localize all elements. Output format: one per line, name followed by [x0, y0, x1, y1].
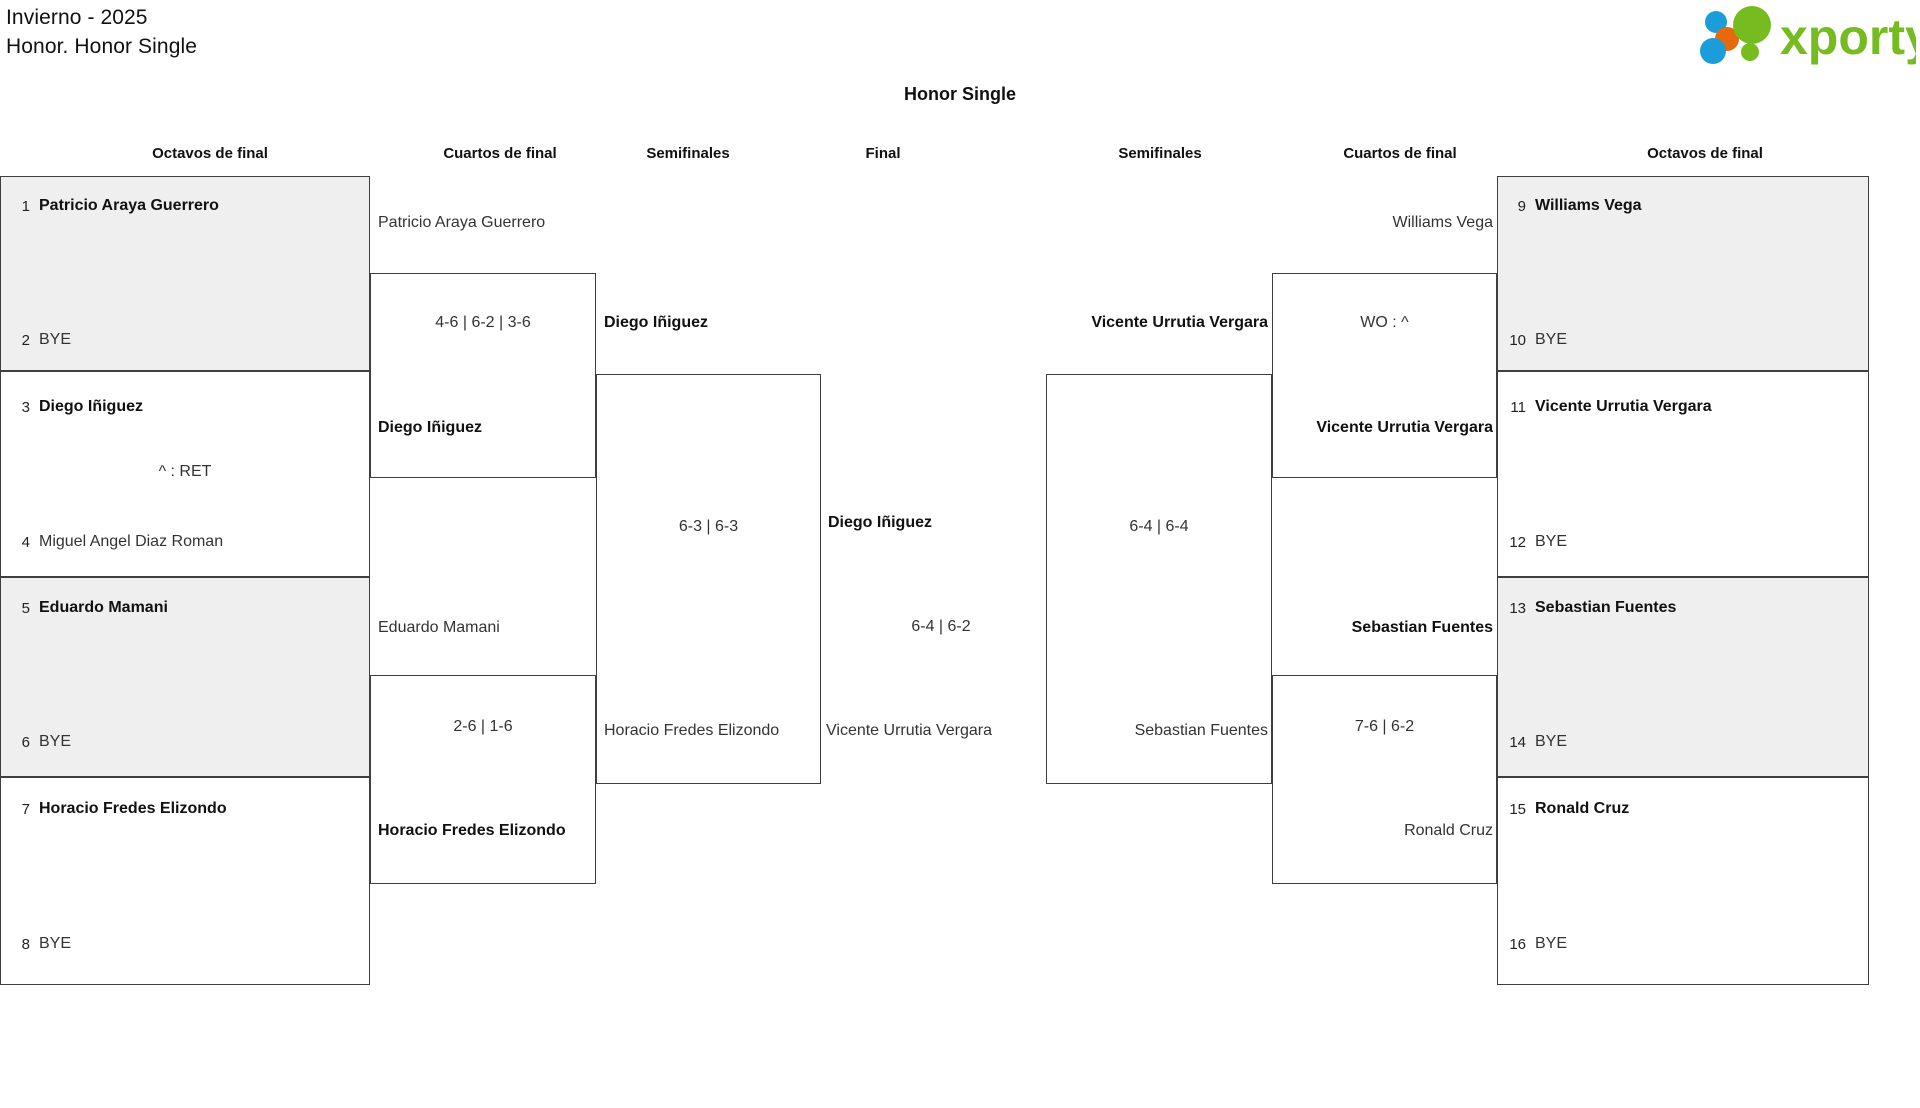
- page-title: Invierno - 2025 Honor. Honor Single: [6, 3, 197, 61]
- qf-bottom-label-left-2[interactable]: Horacio Fredes Elizondo: [378, 822, 566, 839]
- qf-top-label-left-1[interactable]: Patricio Araya Guerrero: [378, 214, 546, 231]
- match-score-right-sf: 6-4 | 6-4: [1129, 518, 1189, 535]
- player-name: BYE: [39, 733, 72, 750]
- player-slot-left-2[interactable]: 2 BYE: [8, 326, 358, 354]
- player-slot-right-12[interactable]: 12 BYE: [1504, 528, 1860, 556]
- round-header-right-qf: Cuartos de final: [1343, 145, 1457, 162]
- player-slot-left-6[interactable]: 6 BYE: [8, 728, 358, 756]
- player-name: BYE: [1535, 533, 1568, 550]
- seed-number: 8: [21, 935, 30, 953]
- player-slot-left-5[interactable]: 5 Eduardo Mamani: [8, 594, 358, 622]
- seed-number: 13: [1509, 599, 1526, 617]
- match-score-right-qf-1: WO : ^: [1360, 314, 1409, 331]
- player-slot-right-16[interactable]: 16 BYE: [1504, 930, 1860, 958]
- player-name: Vicente Urrutia Vergara: [1535, 398, 1712, 415]
- match-box-left-r16-2[interactable]: [0, 371, 370, 577]
- seed-number: 5: [21, 599, 30, 617]
- player-slot-right-14[interactable]: 14 BYE: [1504, 728, 1860, 756]
- match-box-right-r16-4[interactable]: [1497, 777, 1869, 985]
- sf-top-label-left[interactable]: Diego Iñiguez: [604, 314, 708, 331]
- sf-bottom-label-left[interactable]: Horacio Fredes Elizondo: [604, 722, 780, 739]
- player-slot-right-10[interactable]: 10 BYE: [1504, 326, 1860, 354]
- seed-number: 7: [21, 800, 30, 818]
- sf-bottom-label-right[interactable]: Sebastian Fuentes: [1134, 722, 1268, 739]
- seed-number: 6: [21, 733, 30, 751]
- player-slot-right-15[interactable]: 15 Ronald Cruz: [1504, 795, 1860, 823]
- svg-text:xporty: xporty: [1780, 9, 1916, 65]
- player-slot-right-13[interactable]: 13 Sebastian Fuentes: [1504, 594, 1860, 622]
- match-score-right-qf-2: 7-6 | 6-2: [1354, 718, 1415, 735]
- qf-bottom-label-right-2[interactable]: Ronald Cruz: [1404, 822, 1493, 839]
- player-name: Williams Vega: [1535, 197, 1642, 214]
- player-name: Diego Iñiguez: [39, 398, 143, 415]
- match-score-left-sf: 6-3 | 6-3: [678, 518, 739, 535]
- xporty-logo: xporty: [1692, 4, 1916, 66]
- player-name: BYE: [1535, 331, 1568, 348]
- qf-top-label-right-2[interactable]: Sebastian Fuentes: [1351, 619, 1493, 636]
- match-box-left-sf[interactable]: [596, 374, 821, 784]
- match-box-right-qf-1[interactable]: [1272, 273, 1497, 478]
- player-name: BYE: [39, 935, 72, 952]
- match-box-right-r16-2[interactable]: [1497, 371, 1869, 577]
- player-slot-left-3[interactable]: 3 Diego Iñiguez: [8, 393, 358, 421]
- final-top-label[interactable]: Diego Iñiguez: [828, 514, 932, 531]
- match-box-right-sf[interactable]: [1046, 374, 1272, 784]
- player-name: Horacio Fredes Elizondo: [39, 800, 227, 817]
- seed-number: 11: [1510, 398, 1526, 416]
- match-box-right-r16-3[interactable]: [1497, 577, 1869, 777]
- seed-number: 2: [21, 331, 30, 349]
- seed-number: 12: [1509, 533, 1526, 551]
- qf-bottom-label-right-1[interactable]: Vicente Urrutia Vergara: [1316, 419, 1493, 436]
- match-score-final: 6-4 | 6-2: [911, 618, 971, 635]
- tournament-season: Invierno - 2025: [6, 6, 148, 29]
- round-header-right-sf: Semifinales: [1118, 145, 1202, 162]
- round-header-right-r16: Octavos de final: [1647, 145, 1763, 162]
- seed-number: 10: [1509, 331, 1526, 349]
- player-name: BYE: [39, 331, 72, 348]
- tournament-category: Honor. Honor Single: [6, 35, 198, 58]
- player-name: Eduardo Mamani: [39, 599, 168, 616]
- round-header-row: Octavos de final Cuartos de final Semifi…: [0, 145, 1920, 167]
- match-box-left-r16-4[interactable]: [0, 777, 370, 985]
- player-name: BYE: [1535, 733, 1568, 750]
- player-name: Miguel Angel Diaz Roman: [39, 533, 224, 550]
- match-box-left-r16-3[interactable]: [0, 577, 370, 777]
- match-box-left-r16-1[interactable]: [0, 176, 370, 371]
- player-slot-left-8[interactable]: 8 BYE: [8, 930, 358, 958]
- player-name: Ronald Cruz: [1535, 800, 1630, 817]
- seed-number: 4: [21, 533, 30, 551]
- player-slot-right-11[interactable]: 11 Vicente Urrutia Vergara: [1504, 393, 1860, 421]
- match-box-right-qf-2[interactable]: [1272, 675, 1497, 884]
- qf-top-label-right-1[interactable]: Williams Vega: [1392, 214, 1493, 231]
- round-header-left-qf: Cuartos de final: [443, 145, 557, 162]
- player-slot-right-9[interactable]: 9 Williams Vega: [1504, 192, 1860, 220]
- round-header-final: Final: [865, 145, 901, 162]
- player-name: BYE: [1535, 935, 1568, 952]
- bracket-title: Honor Single: [904, 84, 1016, 104]
- round-header-left-sf: Semifinales: [646, 145, 730, 162]
- match-score-left-qf-1: 4-6 | 6-2 | 3-6: [435, 314, 531, 331]
- match-score-left-r16-2: ^ : RET: [158, 463, 212, 480]
- round-header-left-r16: Octavos de final: [152, 145, 268, 162]
- player-name: Patricio Araya Guerrero: [39, 197, 219, 214]
- sf-top-label-right[interactable]: Vicente Urrutia Vergara: [1091, 314, 1268, 331]
- player-slot-left-4[interactable]: 4 Miguel Angel Diaz Roman: [8, 528, 358, 556]
- player-slot-left-1[interactable]: 1 Patricio Araya Guerrero: [8, 192, 358, 220]
- final-bottom-label[interactable]: Vicente Urrutia Vergara: [826, 722, 993, 739]
- seed-number: 9: [1517, 197, 1526, 215]
- seed-number: 1: [21, 197, 30, 215]
- match-score-left-qf-2: 2-6 | 1-6: [453, 718, 513, 735]
- seed-number: 16: [1509, 935, 1526, 953]
- seed-number: 3: [21, 398, 30, 416]
- qf-top-label-left-2[interactable]: Eduardo Mamani: [378, 619, 500, 636]
- player-name: Sebastian Fuentes: [1535, 599, 1677, 616]
- player-slot-left-7[interactable]: 7 Horacio Fredes Elizondo: [8, 795, 358, 823]
- seed-number: 15: [1509, 800, 1526, 818]
- match-box-left-qf-2[interactable]: [370, 675, 596, 884]
- match-box-right-r16-1[interactable]: [1497, 176, 1869, 371]
- match-box-left-qf-1[interactable]: [370, 273, 596, 478]
- qf-bottom-label-left-1[interactable]: Diego Iñiguez: [378, 419, 482, 436]
- seed-number: 14: [1509, 733, 1526, 751]
